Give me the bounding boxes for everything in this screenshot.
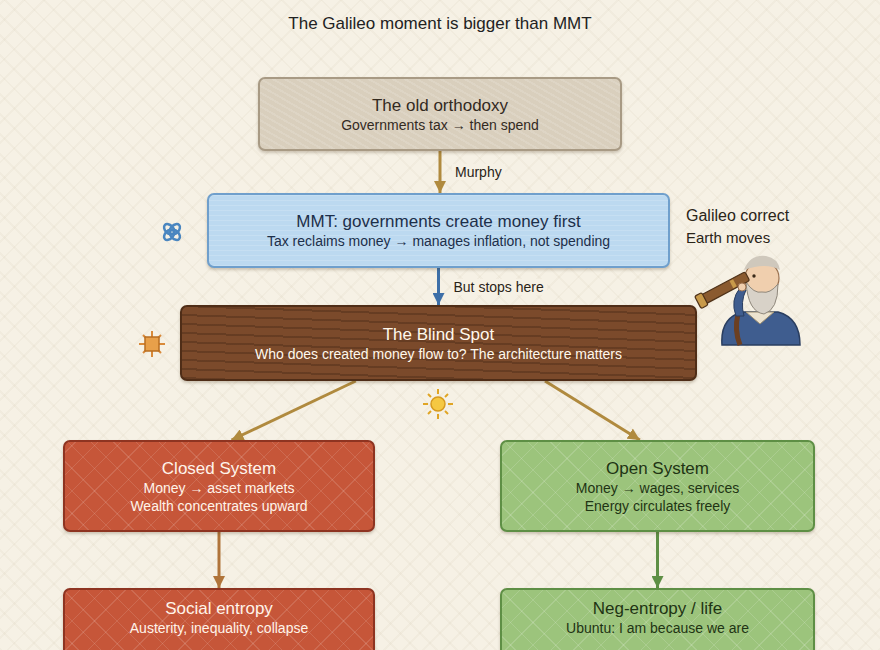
sun-icon [423, 389, 453, 419]
process-box: Open SystemMoney → wages, servicesEnergy… [500, 440, 815, 532]
diagram-title: The Galileo moment is bigger than MMT [0, 14, 880, 34]
box-body: Ubuntu: I am because we are [566, 619, 749, 637]
box-heading: Social entropy [165, 598, 273, 619]
process-box: Social entropyAusterity, inequality, col… [63, 588, 375, 650]
box-body: Energy circulates freely [585, 497, 731, 515]
box-heading: Neg-entropy / life [593, 598, 722, 619]
process-box: The old orthodoxyGovernments tax → then … [258, 77, 622, 151]
process-box: Neg-entropy / lifeUbuntu: I am because w… [500, 588, 815, 650]
flow-arrow [437, 268, 440, 305]
box-body: Who does created money flow to? The arch… [255, 345, 622, 363]
sun-ornament [139, 331, 165, 357]
flow-arrow [656, 532, 659, 588]
box-heading: MMT: governments create money first [296, 211, 580, 232]
process-box: The Blind SpotWho does created money flo… [180, 305, 697, 381]
edge-label: But stops here [451, 279, 547, 295]
edge-label: Murphy [452, 164, 505, 180]
box-body: Austerity, inequality, collapse [130, 619, 308, 637]
box-body: Tax reclaims money → manages inflation, … [267, 232, 610, 250]
flow-arrow [439, 151, 442, 193]
flow-arrow [218, 532, 221, 588]
process-box: Closed SystemMoney → asset marketsWealth… [63, 440, 375, 532]
box-body: Governments tax → then spend [341, 116, 539, 134]
box-body: Money → wages, services [576, 479, 739, 497]
box-heading: The old orthodoxy [372, 95, 508, 116]
galileo-figure [695, 256, 800, 345]
caption-label: Earth moves [686, 229, 770, 246]
box-body: Money → asset markets [144, 479, 295, 497]
flow-arrow [545, 381, 640, 440]
process-box: MMT: governments create money firstTax r… [207, 193, 670, 268]
caption-label: Galileo correct [686, 207, 789, 225]
knot-ornament [162, 222, 182, 242]
box-heading: The Blind Spot [383, 324, 495, 345]
box-heading: Closed System [162, 458, 276, 479]
flow-arrow [231, 381, 355, 440]
box-heading: Open System [606, 458, 709, 479]
box-body: Wealth concentrates upward [130, 497, 307, 515]
